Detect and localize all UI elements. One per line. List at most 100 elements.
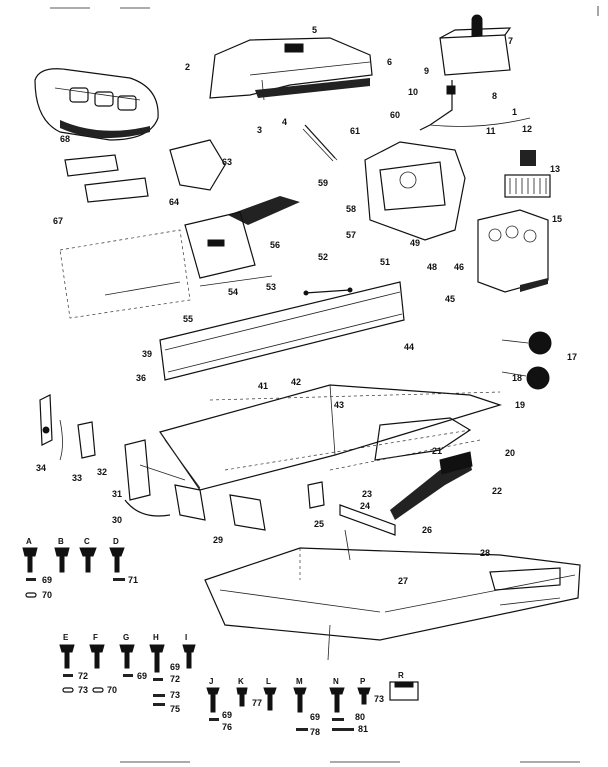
fastener-letter-h: H <box>153 633 159 642</box>
fastener-d <box>109 547 125 581</box>
fastener-ref-k-77: 77 <box>252 698 262 708</box>
callout-56: 56 <box>270 240 280 250</box>
bracket-parts-23-24-25 <box>307 481 396 561</box>
knobs-part-17-18 <box>501 331 552 390</box>
fastener-ref-g-69: 69 <box>137 671 147 681</box>
base-pan-part-27 <box>204 547 581 661</box>
fastener-l <box>263 687 277 711</box>
fastener-ref-h-69: 69 <box>170 662 180 672</box>
dash-panel-part-49 <box>364 141 466 241</box>
callout-7: 7 <box>508 36 513 46</box>
brake-parts-33-34 <box>39 394 96 461</box>
fastener-ref-p-73: 73 <box>374 694 384 704</box>
link-part-52 <box>303 287 353 296</box>
callout-61: 61 <box>350 126 360 136</box>
callout-42: 42 <box>291 377 301 387</box>
callout-46: 46 <box>454 262 464 272</box>
callout-53: 53 <box>266 282 276 292</box>
frame-rail-part-29 <box>174 484 266 531</box>
callout-24: 24 <box>360 501 370 511</box>
fuel-tank-part-8 <box>439 14 512 76</box>
callout-28: 28 <box>480 548 490 558</box>
registration-marks <box>50 6 599 16</box>
callout-45: 45 <box>445 294 455 304</box>
callout-2: 2 <box>185 62 190 72</box>
hood-assembly <box>209 37 373 101</box>
fastener-m <box>293 687 308 731</box>
callout-27: 27 <box>398 576 408 586</box>
callout-8: 8 <box>492 91 497 101</box>
side-panel-part-51 <box>159 281 405 381</box>
console-part-15 <box>477 209 549 293</box>
callout-30: 30 <box>112 515 122 525</box>
fastener-ref-f-70: 70 <box>107 685 117 695</box>
callout-9: 9 <box>424 66 429 76</box>
callout-59: 59 <box>318 178 328 188</box>
fastener-letter-r: R <box>398 671 404 680</box>
fastener-ref-j-69: 69 <box>222 710 232 720</box>
fastener-ref-n-81: 81 <box>358 724 368 734</box>
callout-64: 64 <box>169 197 179 207</box>
fastener-a <box>22 547 38 598</box>
spring-part-61 <box>302 124 338 162</box>
fastener-h <box>149 644 165 706</box>
callout-10: 10 <box>408 87 418 97</box>
callout-41: 41 <box>258 381 268 391</box>
pedal-assembly-part-31 <box>124 439 186 517</box>
callout-51: 51 <box>380 257 390 267</box>
fastener-i <box>182 644 196 669</box>
fastener-ref-m-69: 69 <box>310 712 320 722</box>
callout-13: 13 <box>550 164 560 174</box>
callout-31: 31 <box>112 489 122 499</box>
fastener-g <box>119 644 135 677</box>
fastener-ref-h-73: 73 <box>170 690 180 700</box>
callout-43: 43 <box>334 400 344 410</box>
fastener-ref-a-70: 70 <box>42 590 52 600</box>
fastener-letter-b: B <box>58 537 64 546</box>
fastener-letter-i: I <box>185 633 187 642</box>
fastener-ref-m-78: 78 <box>310 727 320 737</box>
fastener-e <box>59 644 75 693</box>
fastener-ref-d-71: 71 <box>128 575 138 585</box>
fastener-ref-j-76: 76 <box>222 722 232 732</box>
callout-32: 32 <box>97 467 107 477</box>
fastener-r <box>389 681 419 701</box>
callout-33: 33 <box>72 473 82 483</box>
fastener-c <box>79 547 97 573</box>
callout-23: 23 <box>362 489 372 499</box>
fastener-letter-a: A <box>26 537 32 546</box>
fastener-letter-k: K <box>238 677 244 686</box>
callout-57: 57 <box>346 230 356 240</box>
callout-36: 36 <box>136 373 146 383</box>
callout-4: 4 <box>282 117 287 127</box>
fastener-letter-f: F <box>93 633 98 642</box>
callout-68: 68 <box>60 134 70 144</box>
callout-20: 20 <box>505 448 515 458</box>
callout-22: 22 <box>492 486 502 496</box>
fastener-ref-h-72: 72 <box>170 674 180 684</box>
fastener-letter-c: C <box>84 537 90 546</box>
callout-11: 11 <box>486 126 496 136</box>
callout-67: 67 <box>53 216 63 226</box>
callout-21: 21 <box>432 446 442 456</box>
callout-48: 48 <box>427 262 437 272</box>
seat-part-68 <box>34 68 159 141</box>
callout-44: 44 <box>404 342 414 352</box>
grille-part-13 <box>504 150 551 198</box>
callout-58: 58 <box>346 204 356 214</box>
callout-17: 17 <box>567 352 577 362</box>
callout-49: 49 <box>410 238 420 248</box>
footrest-part-26 <box>329 417 481 520</box>
fastener-letter-g: G <box>123 633 129 642</box>
callout-34: 34 <box>36 463 46 473</box>
fastener-key <box>22 547 419 731</box>
callout-55: 55 <box>183 314 193 324</box>
fastener-ref-e-73: 73 <box>78 685 88 695</box>
fastener-ref-a-69: 69 <box>42 575 52 585</box>
fuel-line <box>419 80 531 131</box>
fastener-letter-p: P <box>360 677 366 686</box>
fastener-j <box>206 687 220 721</box>
